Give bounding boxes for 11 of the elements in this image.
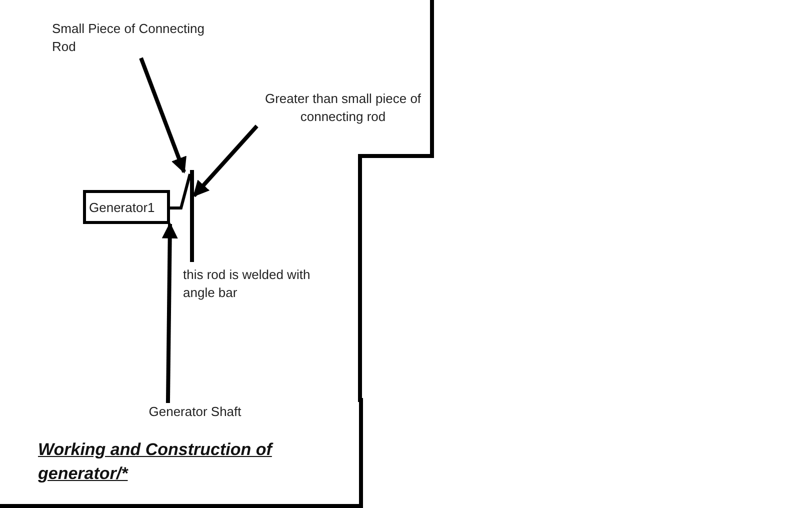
generator-box: Generator1 <box>83 190 170 224</box>
arrow <box>162 222 178 404</box>
arrow <box>192 124 258 198</box>
rod-bar <box>190 170 194 262</box>
arrow <box>139 57 186 174</box>
callout-text: Small Piece of Connecting Rod <box>52 20 230 58</box>
connecting-rod-piece <box>168 172 192 210</box>
callout-text: Greater than small piece of connecting rod <box>238 90 448 126</box>
title: Working and Construction of generator/* <box>38 439 274 485</box>
shaft-label: Generator Shaft <box>143 403 247 421</box>
note-text: this rod is welded with angle bar <box>183 266 312 302</box>
